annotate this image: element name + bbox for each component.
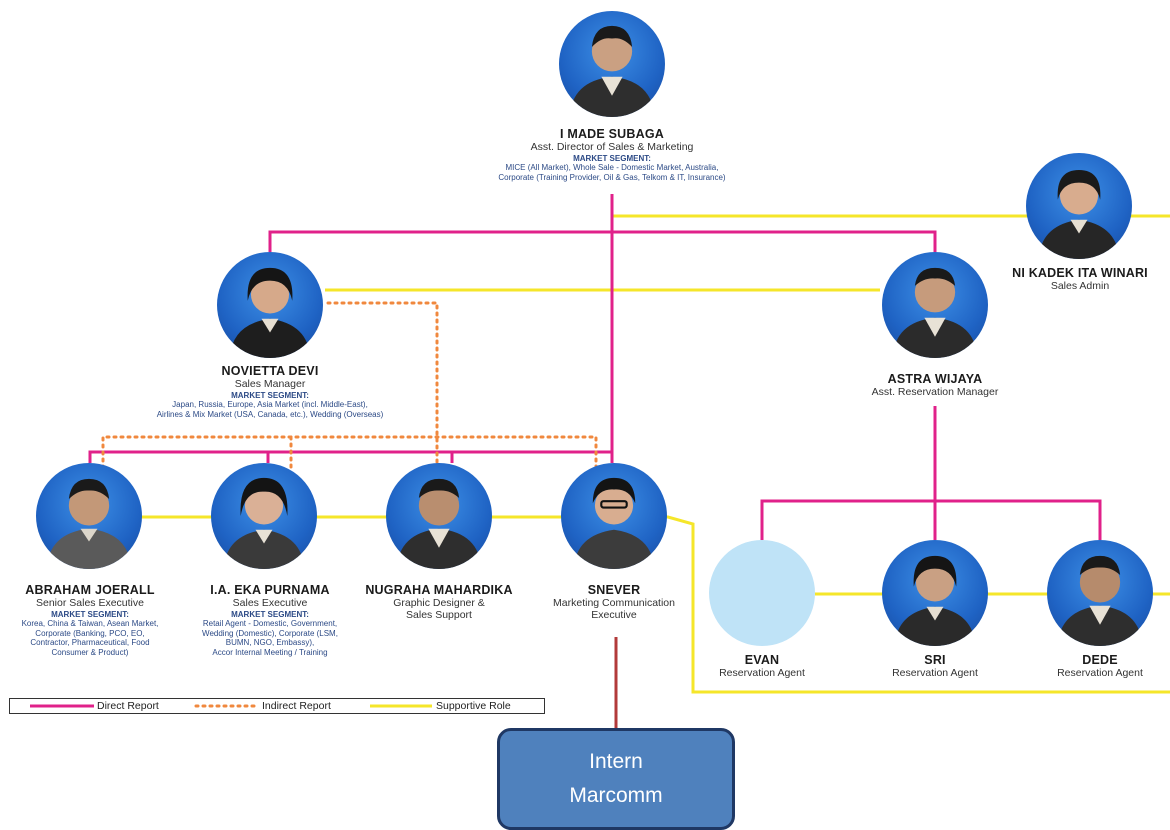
role-admin: Sales Admin [1050, 280, 1110, 292]
role-snever-line2: Executive [591, 609, 637, 621]
role-top: Asst. Director of Sales & Marketing [530, 141, 694, 153]
segment-title-eka: MARKET SEGMENT: [231, 610, 309, 619]
card-dede: DEDE Reservation Agent [1030, 653, 1170, 679]
role-snever: Marketing Communication [553, 597, 675, 609]
segment-line: MICE (All Market), Whole Sale - Domestic… [505, 163, 719, 172]
indirect-line-manager [326, 301, 439, 472]
segment-line: Corporate (Banking, PCO, EO, [35, 628, 145, 638]
name-top: I MADE SUBAGA [560, 127, 664, 141]
segment-line: Japan, Russia, Europe, Asia Market (incl… [172, 400, 368, 409]
role-dede: Reservation Agent [1057, 667, 1143, 679]
role-evan: Reservation Agent [719, 667, 805, 679]
card-nugraha: NUGRAHA MAHARDIKA Graphic Designer & Sal… [355, 583, 523, 621]
direct-line-reservation-branch [760, 499, 1102, 540]
avatar-manager [217, 252, 323, 358]
name-eka: I.A. EKA PURNAMA [210, 583, 330, 597]
name-snever: SNEVER [587, 583, 641, 597]
role-sri: Reservation Agent [892, 667, 978, 679]
segment-title-manager: MARKET SEGMENT: [231, 391, 309, 400]
avatar-evan-placeholder [709, 540, 815, 646]
avatar-snever [561, 463, 667, 569]
segment-line: Korea, China & Taiwan, Asean Market, [21, 619, 159, 628]
name-admin: NI KADEK ITA WINARI [1012, 266, 1148, 280]
direct-line-sales-branch [88, 450, 614, 463]
name-astra: ASTRA WIJAYA [887, 372, 983, 386]
name-evan: EVAN [744, 653, 780, 667]
avatar-eka [211, 463, 317, 569]
card-top: I MADE SUBAGA Asst. Director of Sales & … [440, 127, 784, 182]
role-eka: Sales Executive [232, 597, 308, 609]
segment-line: Contractor, Pharmaceutical, Food [30, 638, 150, 647]
intern-label-line1: Intern [589, 750, 643, 773]
avatar-nugraha [386, 463, 492, 569]
role-astra: Asst. Reservation Manager [871, 386, 999, 398]
role-abraham: Senior Sales Executive [36, 597, 144, 609]
avatar-abraham [36, 463, 142, 569]
segment-line: Wedding (Domestic), Corporate (LSM, [202, 628, 338, 638]
card-abraham: ABRAHAM JOERALL Senior Sales Executive M… [0, 583, 180, 657]
avatar-admin [1026, 153, 1132, 259]
avatar-top [559, 11, 665, 117]
segment-line: BUMN, NGO, Embassy), [225, 638, 315, 647]
segment-title-top: MARKET SEGMENT: [573, 154, 651, 163]
role-nugraha: Graphic Designer & [393, 597, 485, 609]
segment-title-abraham: MARKET SEGMENT: [51, 610, 129, 619]
legend-indirect-label: Indirect Report [262, 700, 331, 712]
legend-swatches [30, 704, 432, 708]
intern-marcomm-box: Intern Marcomm [497, 728, 735, 830]
role-nugraha-line2: Sales Support [406, 609, 472, 621]
name-abraham: ABRAHAM JOERALL [25, 583, 155, 597]
avatar-astra [882, 252, 988, 358]
card-sri: SRI Reservation Agent [865, 653, 1005, 679]
indirect-line-sales [101, 435, 598, 470]
card-admin: NI KADEK ITA WINARI Sales Admin [990, 266, 1170, 292]
segment-line: Corporate (Training Provider, Oil & Gas,… [498, 172, 726, 182]
card-snever: SNEVER Marketing Communication Executive [530, 583, 698, 621]
supportive-line-sales-team [140, 515, 1170, 694]
card-astra: ASTRA WIJAYA Asst. Reservation Manager [840, 372, 1030, 398]
card-evan: EVAN Reservation Agent [692, 653, 832, 679]
legend: Direct Report Indirect Report Supportive… [9, 698, 545, 714]
segment-line: Retail Agent - Domestic, Government, [202, 619, 338, 628]
segment-line: Consumer & Product) [51, 647, 129, 657]
intern-label-line2: Marcomm [569, 784, 663, 807]
legend-supportive-label: Supportive Role [436, 700, 511, 712]
avatar-dede [1047, 540, 1153, 646]
direct-line-top-branch [268, 230, 937, 252]
card-manager: NOVIETTA DEVI Sales Manager MARKET SEGME… [120, 364, 420, 419]
name-sri: SRI [924, 653, 946, 667]
legend-direct-label: Direct Report [97, 700, 159, 712]
role-manager: Sales Manager [234, 378, 306, 390]
name-manager: NOVIETTA DEVI [221, 364, 319, 378]
segment-line: Airlines & Mix Market (USA, Canada, etc.… [156, 409, 384, 419]
name-dede: DEDE [1082, 653, 1118, 667]
segment-line: Accor Internal Meeting / Training [212, 647, 328, 657]
name-nugraha: NUGRAHA MAHARDIKA [365, 583, 513, 597]
avatar-sri [882, 540, 988, 646]
card-eka: I.A. EKA PURNAMA Sales Executive MARKET … [180, 583, 360, 657]
